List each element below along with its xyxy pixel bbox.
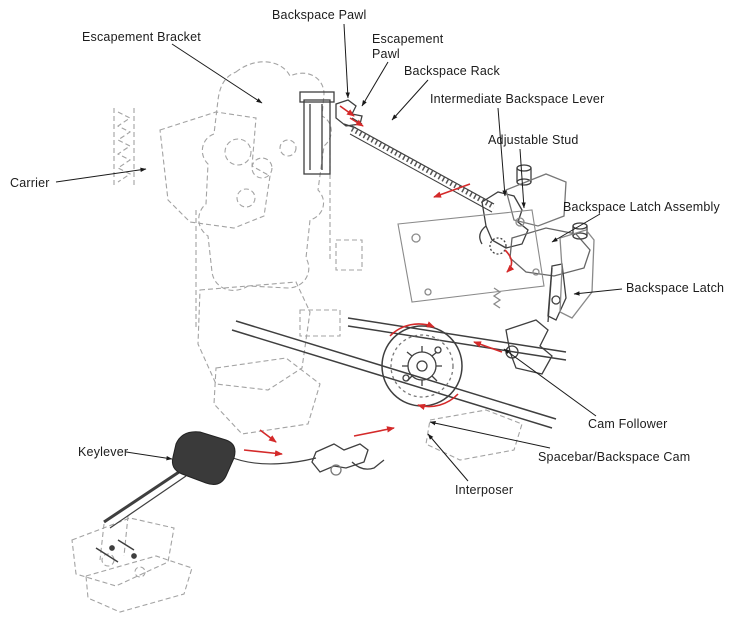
label-cam-follower: Cam Follower: [588, 417, 668, 431]
mechanism-solid-parts: [95, 91, 595, 563]
label-spacebar-backspace-cam: Spacebar/Backspace Cam: [538, 450, 691, 464]
leader-lines: [55, 23, 623, 482]
label-backspace-latch: Backspace Latch: [626, 281, 725, 295]
label-escapement-bracket: Escapement Bracket: [82, 30, 201, 44]
label-backspace-pawl: Backspace Pawl: [272, 8, 367, 22]
label-escapement-pawl: Escapement Pawl: [372, 32, 444, 61]
label-carrier: Carrier: [10, 176, 50, 190]
label-intermediate-backspace-lever: Intermediate Backspace Lever: [430, 92, 605, 106]
motion-arrows: [243, 105, 515, 457]
label-adjustable-stud: Adjustable Stud: [488, 133, 579, 147]
label-interposer: Interposer: [455, 483, 514, 497]
label-keylever: Keylever: [78, 445, 129, 459]
label-backspace-rack: Backspace Rack: [404, 64, 500, 78]
carrier-ghost-outline: [71, 61, 523, 613]
keylever-keycap: [171, 431, 236, 485]
label-backspace-latch-assembly: Backspace Latch Assembly: [563, 200, 720, 214]
